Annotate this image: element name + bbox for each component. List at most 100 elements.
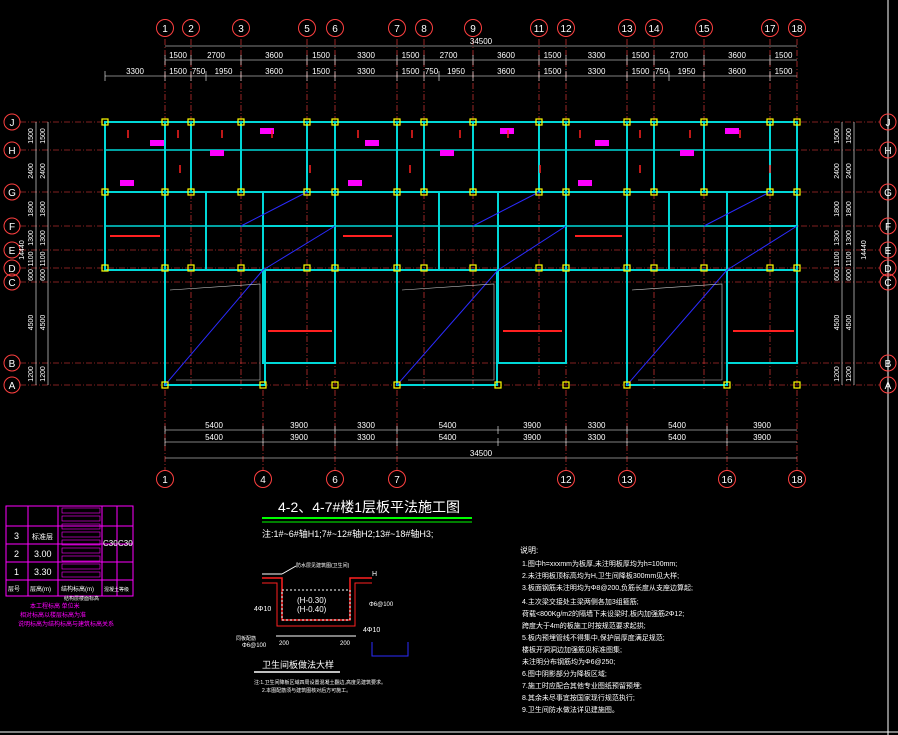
dim-side-value: 1500 bbox=[28, 128, 35, 144]
levels-note-red-3: 说明标高为结构标高与建筑标高关系 bbox=[18, 620, 114, 628]
axis-bubble bbox=[415, 19, 433, 37]
axis-label-left: A bbox=[9, 381, 16, 392]
column bbox=[187, 264, 195, 272]
slab-tag bbox=[500, 128, 514, 134]
note-line-1: 1.图中h=xxxmm为板厚,未注明板厚均为h=100mm; bbox=[522, 559, 677, 568]
axis-label-top: 8 bbox=[421, 24, 427, 35]
slab-tag bbox=[680, 150, 694, 156]
axis-label-top: 11 bbox=[534, 24, 545, 35]
dim-side-value: 4500 bbox=[40, 315, 47, 331]
slab-annotations bbox=[110, 128, 794, 332]
dim-top-row2: 1950 bbox=[447, 67, 465, 76]
detail-dim-right: 200 bbox=[340, 641, 351, 647]
stair-hall-block bbox=[164, 269, 266, 386]
dim-side-total: 14440 bbox=[861, 240, 868, 260]
stair-outline bbox=[169, 283, 261, 381]
column bbox=[331, 118, 339, 126]
dim-side-value: 1200 bbox=[40, 366, 47, 382]
detail-note-1: 注:1.卫生间降板区域四周设置混凝土翻边,高度见建筑要求。 bbox=[254, 679, 386, 686]
axis-label-bottom: 6 bbox=[332, 475, 338, 486]
axis-label-right: C bbox=[884, 278, 891, 289]
column bbox=[700, 188, 708, 196]
axis-label-top: 2 bbox=[188, 24, 194, 35]
dim-top-row2: 3600 bbox=[497, 67, 515, 76]
axis-label-bottom: 7 bbox=[394, 475, 400, 486]
dim-side-value: 1100 bbox=[40, 251, 47, 266]
dim-side-total: 14440 bbox=[19, 240, 26, 260]
axis-bubble bbox=[3, 241, 21, 259]
dim-top-row1: 2700 bbox=[440, 51, 458, 60]
detail-elev-b: (H-0.40) bbox=[297, 605, 327, 614]
axis-bubble bbox=[879, 354, 897, 372]
axis-label-top: 12 bbox=[560, 24, 572, 35]
column bbox=[469, 188, 477, 196]
dim-bottom: 5400 bbox=[439, 421, 457, 430]
dim-total-top: 34500 bbox=[470, 37, 493, 46]
elev-cell bbox=[61, 571, 101, 578]
column bbox=[535, 188, 543, 196]
axis-bubble bbox=[232, 19, 250, 37]
axis-label-left: E bbox=[9, 246, 16, 257]
column bbox=[650, 188, 658, 196]
conc-grade-left: C30 bbox=[103, 539, 118, 548]
column bbox=[237, 118, 245, 126]
dim-bottom: 5400 bbox=[668, 433, 686, 442]
column bbox=[161, 188, 169, 196]
axis-bubble bbox=[879, 183, 897, 201]
axis-label-left: F bbox=[9, 222, 15, 233]
level-2-height: 3.00 bbox=[34, 549, 52, 559]
level-1-num: 1 bbox=[14, 567, 19, 577]
note-line-7: 5.板内预埋管线不得集中,保护层厚度满足规范; bbox=[522, 633, 665, 642]
note-line-2: 2.未注明板顶标高均为H,卫生间降板300mm见大样; bbox=[522, 571, 679, 580]
slab-diagonal bbox=[240, 191, 308, 227]
note-line-13: 9.卫生间防水做法详见建施图。 bbox=[522, 705, 619, 714]
elev-cell bbox=[61, 563, 101, 570]
note-line-8: 楼板开洞洞边加强筋见标准图集; bbox=[522, 645, 622, 654]
drawing-subtitle: 注:1#~6#轴H1;7#~12#轴H2;13#~18#轴H3; bbox=[262, 528, 433, 539]
dim-side-value: 1500 bbox=[40, 128, 47, 144]
dim-bottom: 3900 bbox=[523, 421, 541, 430]
slab-diagonal bbox=[703, 191, 771, 227]
axis-bubble bbox=[718, 470, 736, 488]
levels-table-frame bbox=[5, 505, 134, 597]
dim-side-value: 4500 bbox=[846, 315, 853, 331]
levels-note-red-2: 相对标高以楼层标高为准 bbox=[20, 611, 86, 619]
column bbox=[562, 118, 570, 126]
axis-label-top: 13 bbox=[621, 24, 633, 35]
axis-label-left: G bbox=[8, 188, 16, 199]
general-notes: 说明: 1.图中h=xxxmm为板厚,未注明板厚均为h=100mm; 2.未注明… bbox=[520, 545, 693, 714]
note-line-4: 4.主次梁交接处主梁两侧各加3组箍筋; bbox=[522, 597, 639, 606]
dim-top-row2: 3300 bbox=[357, 67, 375, 76]
axis-bubble bbox=[3, 113, 21, 131]
axis-bubble bbox=[695, 19, 713, 37]
axis-label-top: 17 bbox=[764, 24, 776, 35]
axis-bubble bbox=[879, 259, 897, 277]
axis-bubble bbox=[618, 19, 636, 37]
column bbox=[393, 118, 401, 126]
dim-bottom: 3900 bbox=[753, 433, 771, 442]
dim-side-value: 600 bbox=[28, 269, 35, 281]
dim-side-value: 1300 bbox=[846, 230, 853, 246]
column bbox=[187, 188, 195, 196]
dim-side-value: 1100 bbox=[846, 251, 853, 266]
column bbox=[303, 264, 311, 272]
slab-tag bbox=[725, 128, 739, 134]
dim-top-row1: 1500 bbox=[544, 51, 562, 60]
dim-side-value: 1800 bbox=[834, 201, 841, 217]
dim-top-row1: 2700 bbox=[670, 51, 688, 60]
column bbox=[562, 264, 570, 272]
dim-side-value: 2400 bbox=[28, 163, 35, 179]
axis-bubble bbox=[879, 141, 897, 159]
dim-top-row1: 3600 bbox=[497, 51, 515, 60]
column bbox=[187, 118, 195, 126]
level-3-num: 3 bbox=[14, 531, 19, 541]
dim-top-row1: 3300 bbox=[588, 51, 606, 60]
slab-tag bbox=[260, 128, 274, 134]
dim-side-value: 1800 bbox=[40, 201, 47, 217]
axis-label-left: B bbox=[9, 359, 16, 370]
levels-hdr-height: 层高(m) bbox=[30, 585, 51, 593]
column bbox=[393, 264, 401, 272]
column bbox=[623, 381, 631, 389]
column bbox=[303, 118, 311, 126]
